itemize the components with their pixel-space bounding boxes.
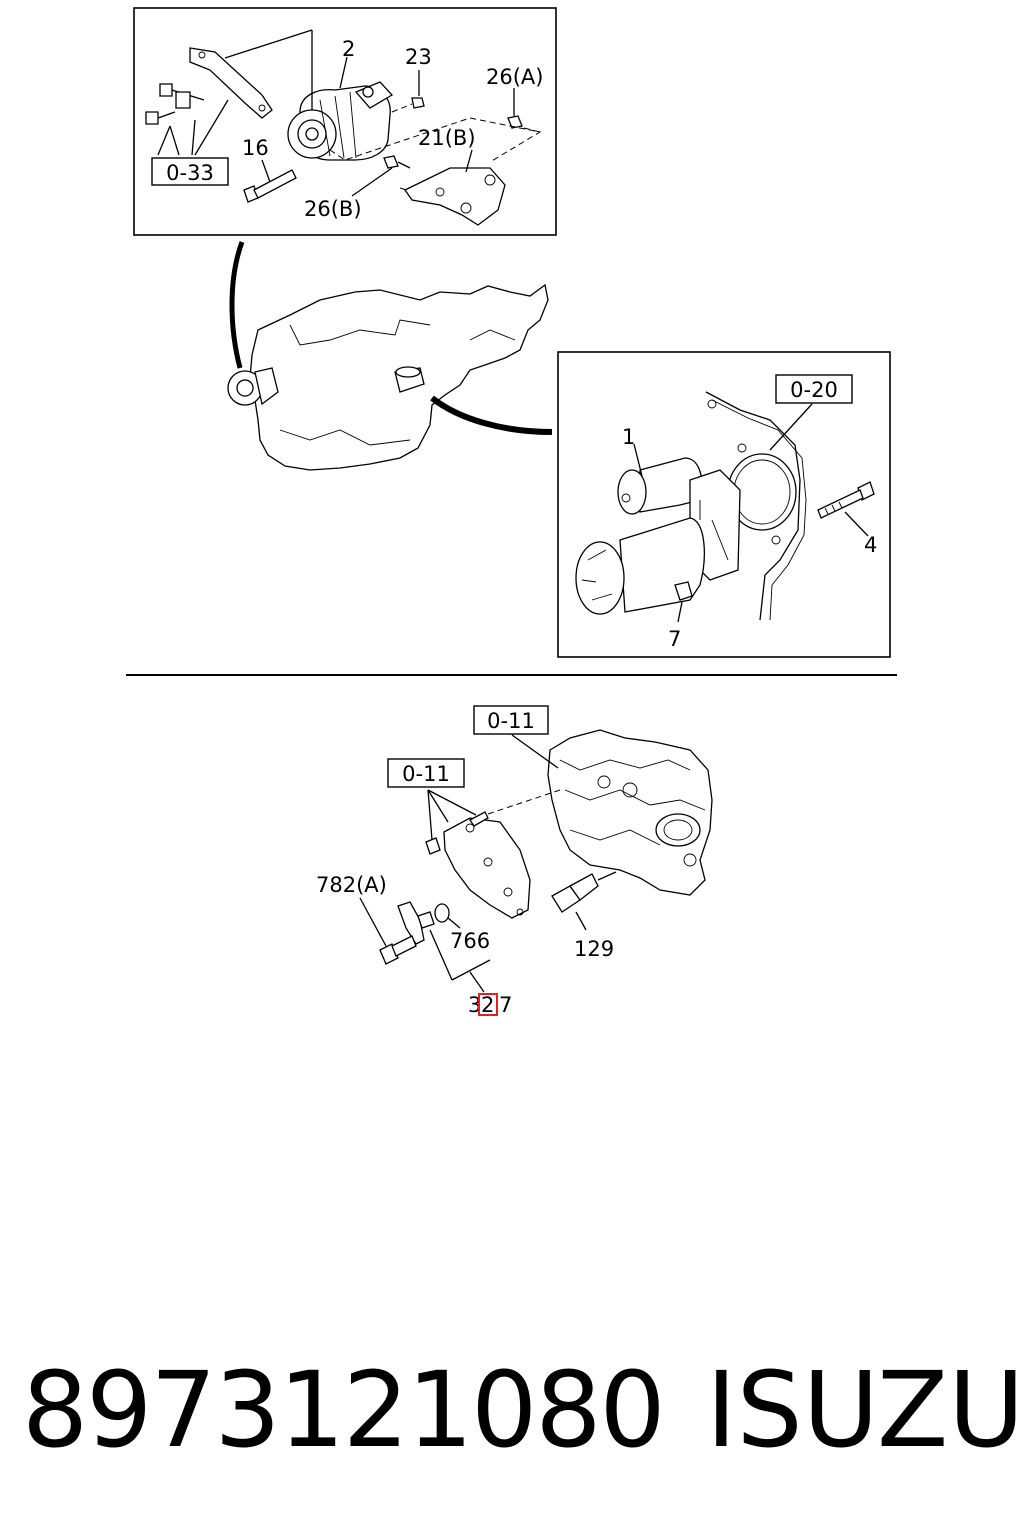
callout-1: 1 [622, 425, 635, 449]
footer: 8973121080 ISUZU [0, 1345, 1024, 1475]
alternator-bracket-21b [404, 167, 506, 226]
ref-box-0-20: 0-20 [790, 378, 838, 402]
callout-4: 4 [864, 533, 877, 557]
sensor-327 [397, 901, 450, 945]
cover-plate [443, 817, 531, 919]
ref-box-0-11-top: 0-11 [487, 709, 535, 733]
sensor-section: 0-11 0-11 782(A) 766 129 3 2 7 [316, 705, 713, 1017]
engine-overview [227, 283, 549, 471]
bolt-782a [379, 935, 417, 965]
callout-2: 2 [342, 37, 355, 61]
callout-766: 766 [450, 929, 490, 953]
ref-box-0-11-left: 0-11 [402, 762, 450, 786]
callout-16: 16 [242, 136, 269, 160]
part-number: 8973121080 [22, 1349, 666, 1471]
highlighted-callout-327: 3 2 7 [468, 993, 512, 1017]
alternator-detail-panel: 0-33 2 23 26(A) 16 21(B) 26(B) [133, 7, 557, 236]
sensor-129 [551, 871, 617, 913]
starter-detail-panel: 0-20 1 4 7 [557, 351, 891, 658]
callout-23: 23 [405, 45, 432, 69]
alternator-illustration [287, 81, 394, 161]
callout-7: 7 [668, 627, 681, 651]
callout-129: 129 [574, 937, 614, 961]
callout-327-part-b: 2 [481, 993, 494, 1017]
highlight-box [478, 993, 498, 1016]
brand-name: ISUZU [706, 1349, 1024, 1471]
alternator-adjust-bracket [189, 47, 273, 119]
callout-782a: 782(A) [316, 873, 387, 897]
bolt-group-left [145, 83, 229, 156]
callout-327-part-c: 7 [499, 993, 512, 1017]
callout-21b: 21(B) [418, 126, 476, 150]
bolt-4 [817, 481, 875, 519]
callout-26b: 26(B) [304, 197, 362, 221]
ref-box-0-33: 0-33 [166, 161, 214, 185]
bolt-16 [243, 169, 297, 203]
callout-26a: 26(A) [486, 65, 543, 89]
